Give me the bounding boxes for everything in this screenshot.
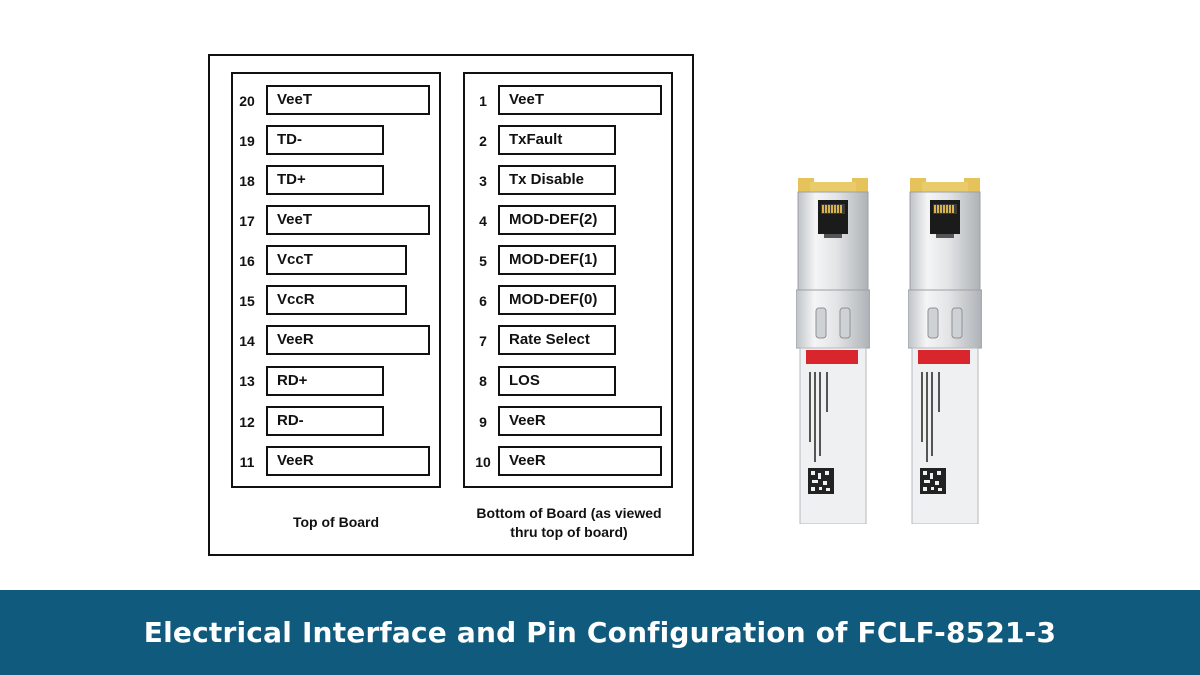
pin-label-box: MOD-DEF(0) (498, 285, 616, 315)
pin-number: 4 (479, 213, 487, 229)
pin-number: 18 (239, 173, 255, 189)
title-banner: Electrical Interface and Pin Configurati… (0, 590, 1200, 675)
top-of-board-caption: Top of Board (292, 514, 380, 530)
pin-label-box: VccT (266, 245, 407, 275)
pin-label-box: Tx Disable (498, 165, 616, 195)
pin-number: 14 (239, 333, 255, 349)
pin-number: 12 (239, 414, 255, 430)
top-of-board-column (231, 72, 441, 488)
pin-label-box: VeeR (498, 406, 662, 436)
pin-number: 8 (479, 373, 487, 389)
bottom-caption-line-1: Bottom of Board (as viewed (476, 505, 662, 521)
pin-number: 11 (239, 454, 255, 470)
pin-number: 9 (479, 414, 487, 430)
pin-number: 19 (239, 133, 255, 149)
banner-title: Electrical Interface and Pin Configurati… (143, 616, 1057, 649)
pin-number: 2 (479, 133, 487, 149)
bottom-of-board-column (463, 72, 673, 488)
pin-label-box: VeeT (266, 85, 430, 115)
pin-label-box: VeeR (498, 446, 662, 476)
pin-label-box: RD+ (266, 366, 384, 396)
pin-label-box: VeeR (266, 446, 430, 476)
pin-label-box: RD- (266, 406, 384, 436)
pin-label-box: Rate Select (498, 325, 616, 355)
pin-number: 6 (479, 293, 487, 309)
sfp-module-image (795, 178, 871, 525)
sfp-module-drawing (907, 178, 983, 525)
pin-label-box: TD- (266, 125, 384, 155)
bottom-of-board-caption: Bottom of Board (as viewed thru top of b… (450, 504, 688, 542)
pin-label-box: TxFault (498, 125, 616, 155)
pin-label-box: TD+ (266, 165, 384, 195)
pin-number: 17 (239, 213, 255, 229)
pin-number: 13 (239, 373, 255, 389)
pin-label-box: VccR (266, 285, 407, 315)
pin-label-box: MOD-DEF(1) (498, 245, 616, 275)
pin-diagram-frame (208, 54, 694, 556)
pin-number: 5 (479, 253, 487, 269)
sfp-module-drawing (795, 178, 871, 525)
pin-number: 16 (239, 253, 255, 269)
pin-number: 7 (479, 333, 487, 349)
pin-number: 20 (239, 93, 255, 109)
pin-label-box: VeeR (266, 325, 430, 355)
pin-label-box: VeeT (266, 205, 430, 235)
pin-label-box: VeeT (498, 85, 662, 115)
pin-number: 1 (479, 93, 487, 109)
pin-number: 15 (239, 293, 255, 309)
pin-label-box: LOS (498, 366, 616, 396)
pin-number: 10 (475, 454, 491, 470)
pin-label-box: MOD-DEF(2) (498, 205, 616, 235)
pin-number: 3 (479, 173, 487, 189)
bottom-caption-line-2: thru top of board) (510, 524, 628, 540)
sfp-module-image (907, 178, 983, 525)
